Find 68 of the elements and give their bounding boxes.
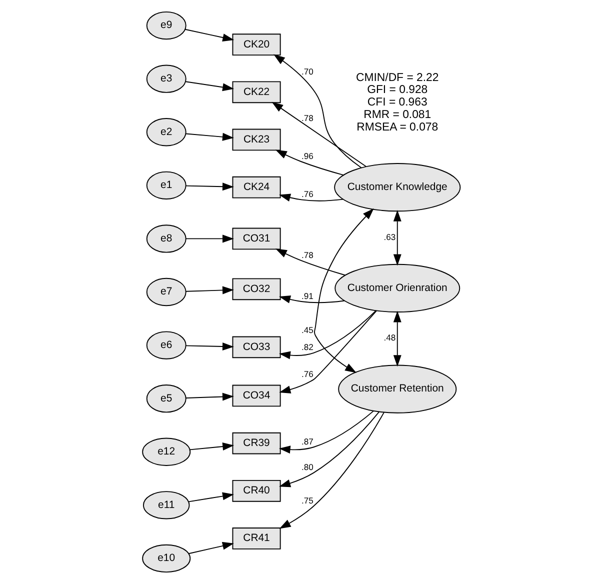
edge-label: .75 <box>301 495 314 506</box>
arrow <box>393 210 402 266</box>
arrow <box>274 54 362 168</box>
arrow <box>186 286 234 294</box>
edge-label: .78 <box>301 250 314 260</box>
edge-label: .45 <box>301 325 314 336</box>
node-box: CO32 <box>232 278 281 300</box>
edge-label: .91 <box>301 290 314 301</box>
label: CMIN/DF = 2.22 <box>356 72 439 84</box>
arrow <box>184 28 234 42</box>
node-box: CR41 <box>232 528 281 550</box>
node-ellipse: e6 <box>146 331 186 360</box>
node-box: CO33 <box>232 336 281 358</box>
edge-label: .48 <box>384 332 396 343</box>
arrow <box>188 542 234 554</box>
arrow <box>186 342 234 350</box>
node-box: CK20 <box>232 34 281 56</box>
node-ellipse: e7 <box>146 278 186 306</box>
node-box: CR39 <box>232 432 281 454</box>
arrow <box>314 208 374 373</box>
arrow <box>279 412 384 529</box>
edge-label: .87 <box>301 436 314 446</box>
node-box: CO34 <box>232 384 281 407</box>
arrow <box>278 410 374 454</box>
arrow <box>185 81 234 92</box>
edge-label: .76 <box>301 189 314 200</box>
arrow <box>275 150 344 176</box>
arrow <box>190 442 234 450</box>
label: GFI = 0.928 <box>367 84 428 96</box>
arrow <box>279 296 345 304</box>
edge-label: .96 <box>301 150 314 161</box>
arrow <box>279 194 344 202</box>
arrow <box>272 102 367 167</box>
arrow <box>278 310 376 360</box>
node-ellipse: e11 <box>142 491 190 520</box>
node-box: CK24 <box>232 176 281 198</box>
node-ellipse: e3 <box>146 64 186 93</box>
node-box: CR40 <box>232 480 281 502</box>
edge-label: .63 <box>384 232 396 242</box>
node-ellipse: e5 <box>146 384 186 413</box>
node-ellipse: Customer Knowledge <box>334 163 461 212</box>
edge-label: .78 <box>301 112 314 123</box>
node-box: CK22 <box>232 81 281 104</box>
node-ellipse: e1 <box>146 171 186 200</box>
arrow <box>186 132 234 141</box>
arrow <box>186 182 234 191</box>
edge-label: .82 <box>301 342 314 352</box>
arrow <box>186 234 234 243</box>
arrow <box>188 492 234 502</box>
arrow <box>279 412 380 488</box>
arrow <box>186 392 234 401</box>
label: RMSEA = 0.078 <box>356 121 438 134</box>
node-box: CK23 <box>232 128 281 151</box>
node-ellipse: e12 <box>142 438 191 466</box>
label: CFI = 0.963 <box>367 96 428 109</box>
node-box: CO31 <box>232 228 281 250</box>
arrow <box>393 310 402 367</box>
arrow <box>275 248 346 276</box>
node-ellipse: e2 <box>146 118 186 146</box>
node-ellipse: e9 <box>146 11 186 40</box>
edge-label: .76 <box>301 368 314 379</box>
edge-label: .70 <box>301 66 314 76</box>
label: RMR = 0.081 <box>364 108 432 121</box>
arrow <box>279 310 377 394</box>
node-ellipse: e10 <box>142 544 191 573</box>
node-ellipse: Customer Orienration <box>334 264 460 312</box>
edge-label: .80 <box>301 462 314 472</box>
node-ellipse: e8 <box>146 224 186 253</box>
